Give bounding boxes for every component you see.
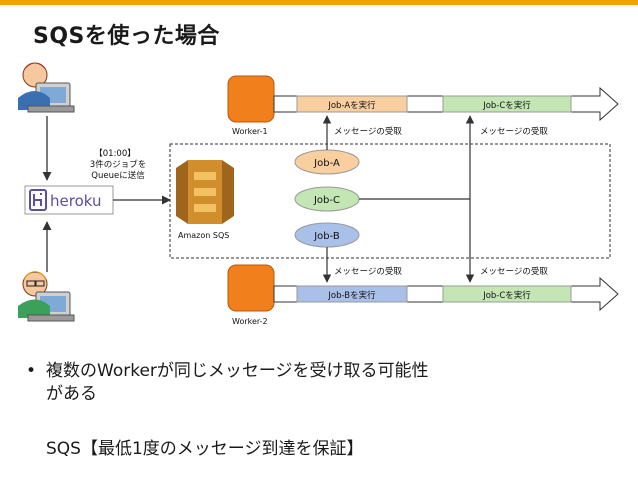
- worker1-task-job-c-label: Job-Cを実行: [482, 100, 531, 111]
- worker2-task-job-b: [296, 285, 408, 303]
- worker2-label: Worker-2: [232, 317, 268, 326]
- sender-note-line3: Queueに送信: [91, 170, 145, 181]
- bullet-item: • 複数のWorkerが同じメッセージを受け取る可能性 がある: [26, 360, 626, 406]
- sender-note-line2: 3件のジョブを: [90, 159, 146, 170]
- receive-label-3: メッセージの受取: [334, 266, 402, 277]
- sqs-label: Amazon SQS: [178, 231, 229, 240]
- worker2-task-job-c: [442, 285, 572, 303]
- receive-label-1: メッセージの受取: [334, 126, 402, 137]
- bullet-dot-icon: •: [26, 361, 37, 381]
- worker1-label: Worker-1: [232, 127, 268, 136]
- message-job-a-label: Job-A: [313, 158, 340, 169]
- worker2-icon: [227, 264, 275, 312]
- bullet-text: 複数のWorkerが同じメッセージを受け取る可能性 がある: [46, 360, 429, 406]
- user-laptop-icon-top: [18, 62, 75, 113]
- worker1-icon: [227, 75, 275, 123]
- worker1-task-job-a-label: Job-Aを実行: [327, 100, 376, 111]
- worker2-task-job-c-label: Job-Cを実行: [482, 290, 531, 301]
- message-job-b-label: Job-B: [313, 231, 340, 242]
- amazon-sqs-icon: [176, 160, 234, 224]
- heroku-logo: [24, 185, 114, 215]
- receive-label-2: メッセージの受取: [480, 126, 548, 137]
- heroku-label: heroku: [50, 192, 101, 210]
- worker2-task-job-b-label: Job-Bを実行: [327, 290, 376, 301]
- slide-title: SQSを使った場合: [33, 24, 220, 49]
- queue-container: [169, 143, 611, 259]
- top-accent-bar: [0, 0, 638, 5]
- bullet-list: • 複数のWorkerが同じメッセージを受け取る可能性 がある: [26, 360, 626, 406]
- bullet-text-line2: がある: [46, 384, 97, 404]
- worker1-task-job-c: [442, 95, 572, 113]
- bullet-text-line1: 複数のWorkerが同じメッセージを受け取る可能性: [46, 361, 429, 381]
- user-laptop-icon-bottom: [18, 271, 75, 322]
- message-job-c-label: Job-C: [313, 195, 340, 206]
- worker1-task-job-a: [296, 95, 408, 113]
- sender-note-line1: 【01:00】: [94, 149, 136, 159]
- guarantee-note: SQS【最低1度のメッセージ到達を保証】: [46, 439, 364, 459]
- receive-label-4: メッセージの受取: [480, 266, 548, 277]
